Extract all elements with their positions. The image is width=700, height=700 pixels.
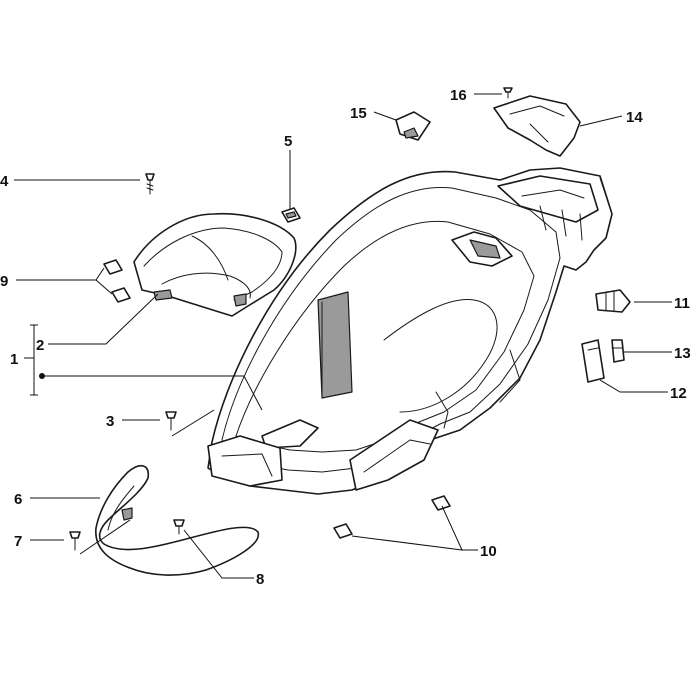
callout-14: 14 [626, 109, 643, 126]
callout-4: 4 [0, 173, 9, 190]
clip-nut-part-10-left [333, 523, 353, 539]
cover-panel-part-2 [133, 212, 297, 317]
callout-11: 11 [674, 295, 690, 312]
screw-part-7 [69, 531, 81, 551]
callout-5: 5 [284, 133, 292, 150]
rear-cover-part-14 [493, 95, 581, 157]
clip-nut-part-9-upper [103, 259, 123, 275]
callout-16: 16 [450, 87, 467, 104]
callout-labels: 4 5 9 2 1 3 6 7 8 10 11 13 12 14 15 16 [0, 87, 691, 588]
bulb-holder-part-13 [611, 339, 625, 363]
callout-7: 7 [14, 533, 22, 550]
screw-part-16 [503, 87, 513, 99]
callout-8: 8 [256, 571, 264, 588]
clip-nut-part-9-lower [111, 287, 131, 303]
cap-part-15 [395, 111, 431, 141]
screw-part-8 [173, 519, 185, 535]
callout-13: 13 [674, 345, 691, 362]
callout-1: 1 [10, 351, 18, 368]
callout-2: 2 [36, 337, 44, 354]
callout-3: 3 [106, 413, 114, 430]
leader-lines [14, 93, 672, 579]
lower-panel-part-6 [95, 465, 259, 576]
callout-12: 12 [670, 385, 687, 402]
screw-part-3 [165, 411, 177, 431]
clip-nut-part-10-right [431, 495, 451, 511]
bulb-part-11 [595, 289, 631, 313]
callout-15: 15 [350, 105, 367, 122]
lens-part-12 [581, 339, 605, 383]
callout-6: 6 [14, 491, 22, 508]
callout-10: 10 [480, 543, 497, 560]
screw-part-4 [145, 173, 155, 195]
callout-9: 9 [0, 273, 8, 290]
junction-dot [39, 373, 45, 379]
clip-nut-part-5 [281, 207, 301, 223]
helmet-compartment [207, 167, 613, 495]
